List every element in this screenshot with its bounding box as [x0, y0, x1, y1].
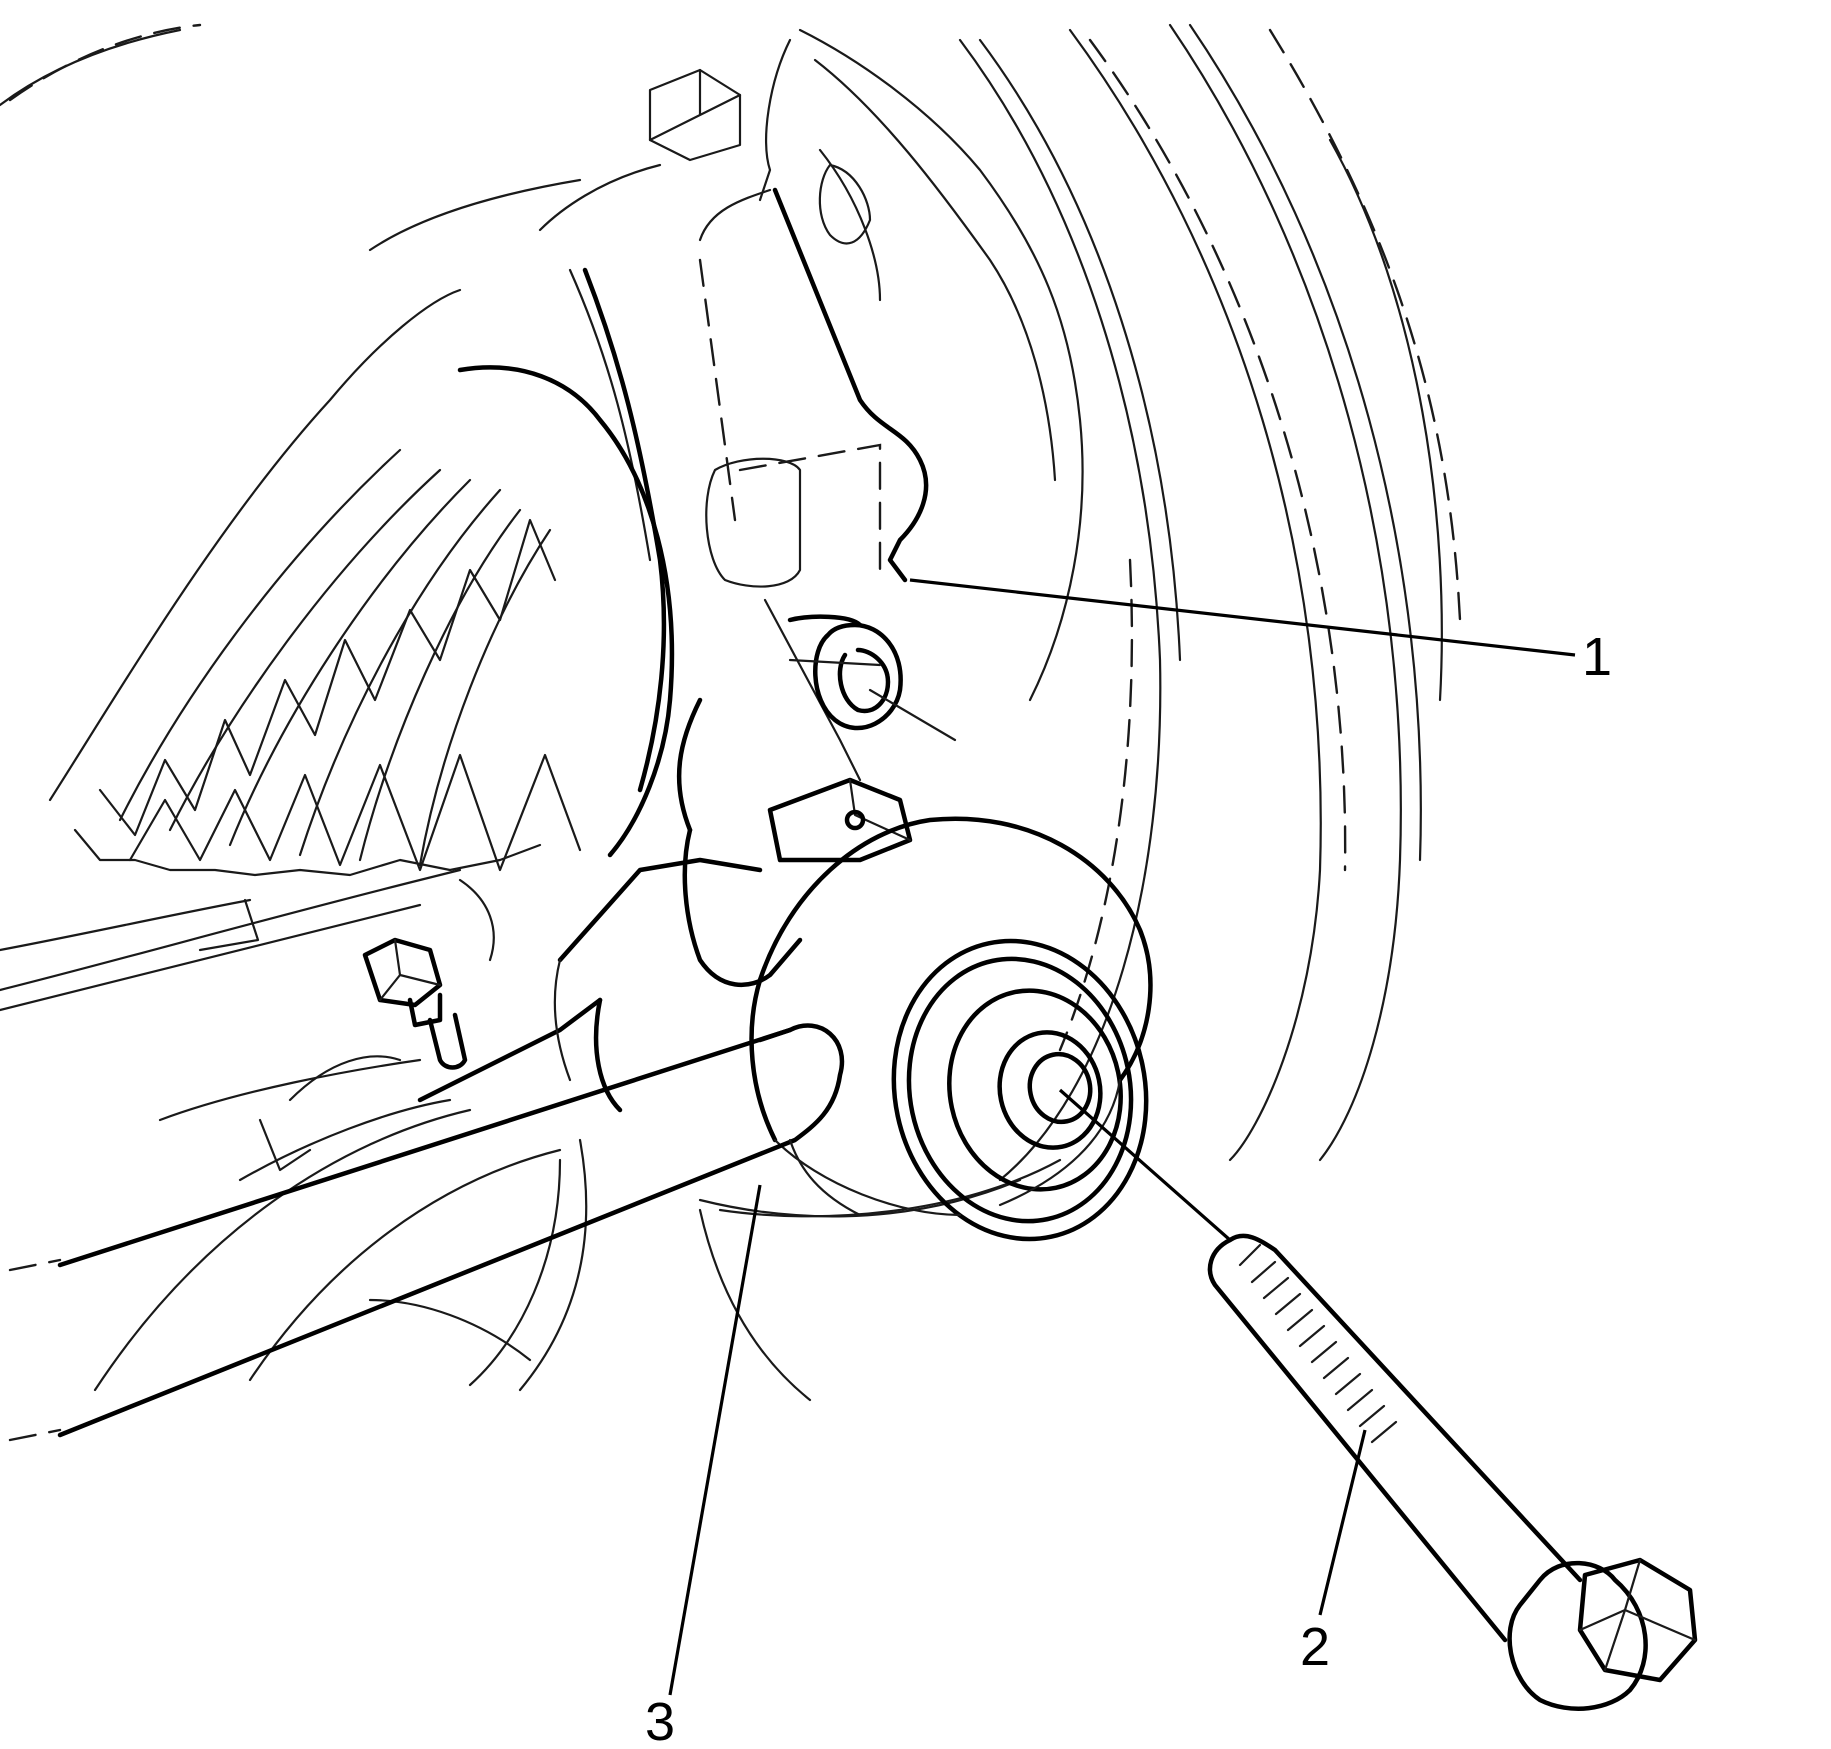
callout-2: 2: [1300, 1617, 1330, 1677]
mount-bushing: [788, 622, 957, 742]
callout-1: 1: [1582, 627, 1612, 687]
bolt: [1207, 1233, 1698, 1711]
knuckle-outline: [0, 23, 1084, 702]
lower-frame: [0, 868, 812, 1402]
cv-boot: [48, 288, 675, 877]
stud-nut: [362, 878, 495, 1070]
leader-line-3: [668, 1184, 762, 1696]
knuckle-arm: [568, 187, 929, 793]
bracket: [417, 697, 913, 1113]
leader-line-2: [1058, 1088, 1367, 1616]
leader-lines: [668, 578, 1576, 1696]
bushing: [749, 816, 1153, 1242]
callout-3: 3: [645, 1692, 675, 1749]
leader-line-1: [909, 578, 1576, 657]
wheel-arcs: [698, 23, 1462, 1218]
tie-rod: [8, 1023, 862, 1442]
